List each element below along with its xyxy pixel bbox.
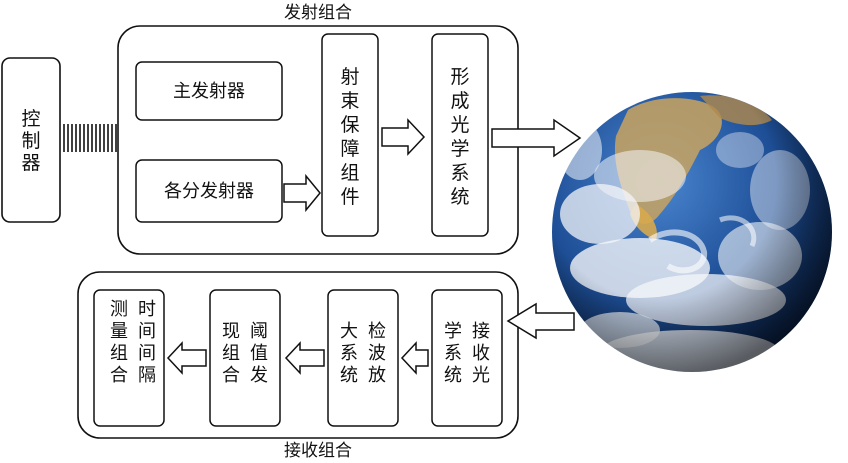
optics-label: 形成光学系统 (450, 66, 469, 208)
arrow-earth-to-receiver (506, 302, 575, 340)
optics-box (431, 33, 489, 237)
transmit-group-title: 发射组合 (284, 3, 352, 23)
main-transmitter-box (135, 61, 283, 121)
arrow-sub-to-beam (283, 173, 321, 213)
controller-label: 控制器 (21, 108, 40, 174)
arrow-threshold-to-timing (166, 341, 207, 375)
receive-optics-box (431, 289, 503, 427)
arrow-amplifier-to-threshold (284, 341, 325, 375)
timing-label: 时间间隔测量组合 (110, 299, 156, 386)
controller-box (1, 57, 61, 223)
threshold-label: 阈值发现组合 (222, 321, 268, 386)
receive-optics-label: 接收光学系统 (444, 321, 490, 386)
threshold-box (209, 289, 281, 427)
sub-transmitters-label: 各分发射器 (164, 181, 254, 202)
main-transmitter-label: 主发射器 (173, 81, 245, 102)
beam-module-label: 射束保障组件 (340, 66, 359, 208)
arrow-optics-to-earth (491, 118, 582, 158)
receive-group-title: 接收组合 (284, 441, 352, 461)
arrow-beam-to-optics (381, 118, 426, 156)
arrow-receiver-to-amplifier (400, 341, 429, 375)
timing-box (93, 289, 165, 427)
earth-globe-icon (552, 92, 832, 372)
amplifier-box (327, 289, 399, 427)
hatched-connector (63, 124, 117, 152)
amplifier-label: 检波放大系统 (340, 321, 386, 386)
receive-group-box (77, 271, 519, 439)
sub-transmitters-box (135, 159, 283, 223)
beam-module-box (321, 33, 379, 237)
